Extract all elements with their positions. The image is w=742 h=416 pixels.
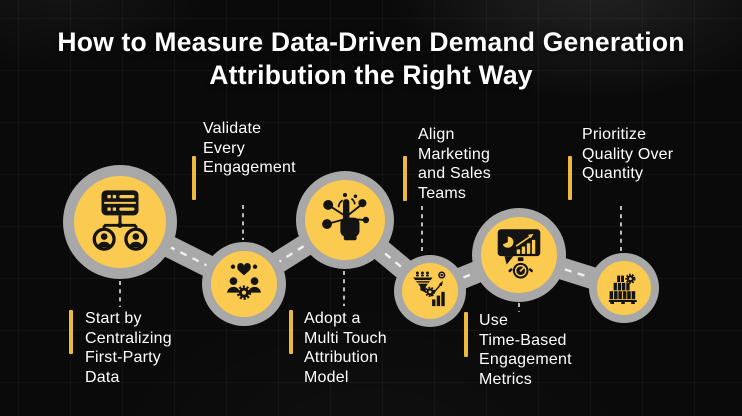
label-accent-bar (192, 156, 196, 200)
marketing-sales-alignment-icon (413, 271, 446, 307)
time-based-metrics-icon (497, 229, 541, 279)
step-node-1 (63, 165, 177, 279)
step1-label-line: Centralizing (85, 329, 172, 347)
page-title-line1: How to Measure Data-Driven Demand Genera… (57, 27, 685, 57)
step-node-6 (589, 253, 659, 323)
step2-label-line: Every (203, 139, 245, 157)
page-title: How to Measure Data-Driven Demand Genera… (0, 26, 742, 92)
step3-label-line: Model (304, 368, 349, 386)
step5-label-line: Engagement (479, 351, 572, 368)
step6-label-line: Quantity (582, 165, 644, 182)
step2-circle (211, 251, 277, 317)
label-accent-bar (69, 310, 73, 354)
step5-label-line: Use (479, 312, 509, 329)
quality-over-quantity-icon (608, 273, 637, 304)
step-node-3 (296, 171, 394, 269)
label-accent-bar (568, 156, 572, 200)
label-accent-bar (289, 310, 293, 354)
step1-label-line: Start by (85, 310, 142, 327)
label-connector-dashes (119, 205, 622, 312)
step-label-multi-touch-attribution: Adopt a Multi Touch Attribution Model (304, 309, 387, 387)
step5-label-line: Metrics (479, 370, 532, 388)
step2-label-line: Validate (203, 120, 262, 137)
step3-label-line: Multi Touch (304, 329, 387, 347)
multi-touch-attribution-icon (322, 193, 370, 241)
step4-label-line: Align (418, 126, 455, 143)
step-label-validate-every-engagement: Validate Every Engagement (203, 119, 296, 178)
step1-label-line: First-Party (85, 349, 161, 366)
step-node-5 (472, 208, 566, 302)
band-dashed-line (119, 218, 625, 293)
page-title-line2: Attribution the Right Way (209, 60, 533, 90)
step-label-align-marketing-sales: Align Marketing and Sales Teams (418, 125, 491, 203)
step4-label-line: Teams (418, 184, 467, 202)
label-accent-bar (464, 312, 468, 357)
step6-label-line: Prioritize (582, 126, 647, 143)
step2-label-line: Engagement (203, 159, 296, 176)
step1-label-line: Data (85, 368, 120, 386)
label-accent-bar (403, 156, 407, 201)
step4-label-line: and Sales (418, 165, 491, 182)
step3-label-line: Adopt a (304, 310, 361, 327)
step-label-time-based-metrics: Use Time-Based Engagement Metrics (479, 311, 572, 389)
step4-label-line: Marketing (418, 145, 491, 163)
engagement-validation-icon (227, 263, 261, 300)
step-label-quality-over-quantity: Prioritize Quality Over Quantity (582, 125, 673, 184)
step-node-2 (202, 242, 286, 326)
step3-label-line: Attribution (304, 349, 379, 366)
step-node-4 (394, 255, 466, 327)
step5-label-line: Time-Based (479, 331, 567, 349)
step6-label-line: Quality Over (582, 145, 674, 163)
centralized-data-icon (92, 190, 148, 251)
step-label-start-by-centralizing: Start by Centralizing First-Party Data (85, 309, 172, 387)
